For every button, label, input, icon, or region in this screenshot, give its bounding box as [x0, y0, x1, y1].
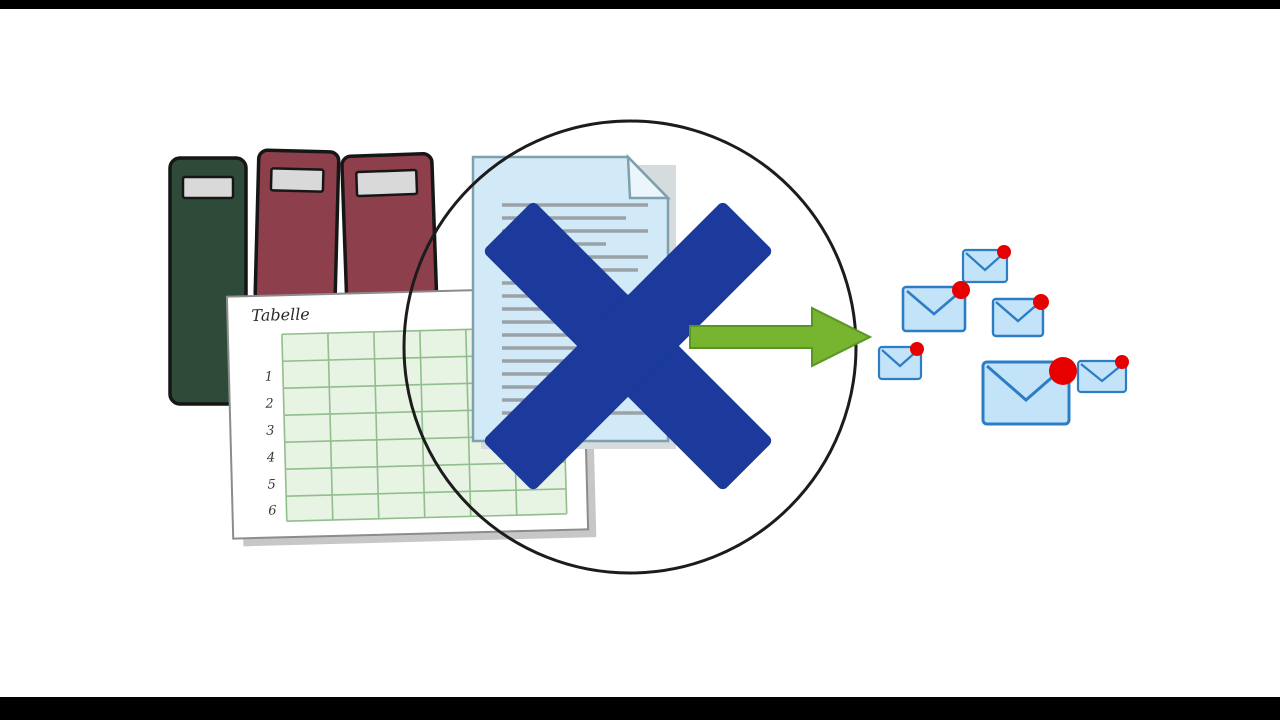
notification-dot-icon	[997, 245, 1011, 259]
envelope-flap	[995, 301, 1041, 323]
table-row-label: 3	[266, 423, 275, 438]
envelope-flap	[906, 290, 962, 316]
arrow-right-icon	[689, 306, 873, 368]
envelope-body	[901, 285, 967, 333]
binder-red-icon	[340, 151, 439, 306]
letterbox-bottom	[0, 697, 1280, 720]
email-envelope-icon	[877, 345, 923, 381]
letterbox-top	[0, 0, 1280, 9]
table-row-label: 6	[268, 503, 277, 518]
circle-outline-icon	[402, 119, 858, 575]
notification-dot-icon	[1033, 294, 1049, 310]
envelope-flap	[881, 349, 919, 368]
notification-dot-icon	[1049, 357, 1077, 385]
table-row-labels: 1 2 3 4 5 6	[264, 369, 277, 518]
binder-label	[355, 168, 419, 198]
table-row-label: 4	[266, 450, 276, 465]
notification-dots	[910, 245, 1129, 385]
table-row-label: 2	[264, 396, 274, 411]
table-title: Tabelle	[251, 305, 310, 326]
binder-red-icon	[253, 148, 341, 306]
envelope-flap	[1080, 363, 1124, 383]
email-envelope-icon	[1076, 359, 1128, 394]
cross-icon	[484, 202, 772, 490]
binder-label	[269, 167, 325, 193]
emails-cluster	[877, 245, 1129, 426]
table-row-label: 5	[267, 477, 276, 492]
table-row-label: 1	[265, 369, 274, 384]
envelope-body	[981, 360, 1071, 426]
envelope-flap	[965, 252, 1005, 272]
binder-green-icon	[168, 156, 248, 406]
notification-dot-icon	[952, 281, 970, 299]
document-fold-corner	[626, 153, 671, 200]
cross-bar	[484, 202, 772, 490]
envelope-body	[961, 248, 1009, 284]
notification-dot-icon	[910, 342, 924, 356]
binder-label	[181, 175, 235, 200]
email-envelope-icon	[901, 285, 967, 333]
binder-body	[168, 156, 248, 406]
envelope-body	[877, 345, 923, 381]
notification-dot-icon	[1115, 355, 1129, 369]
email-envelope-icon	[961, 248, 1009, 284]
email-envelope-icon	[991, 297, 1045, 338]
envelope-body	[991, 297, 1045, 338]
envelope-body	[1076, 359, 1128, 394]
